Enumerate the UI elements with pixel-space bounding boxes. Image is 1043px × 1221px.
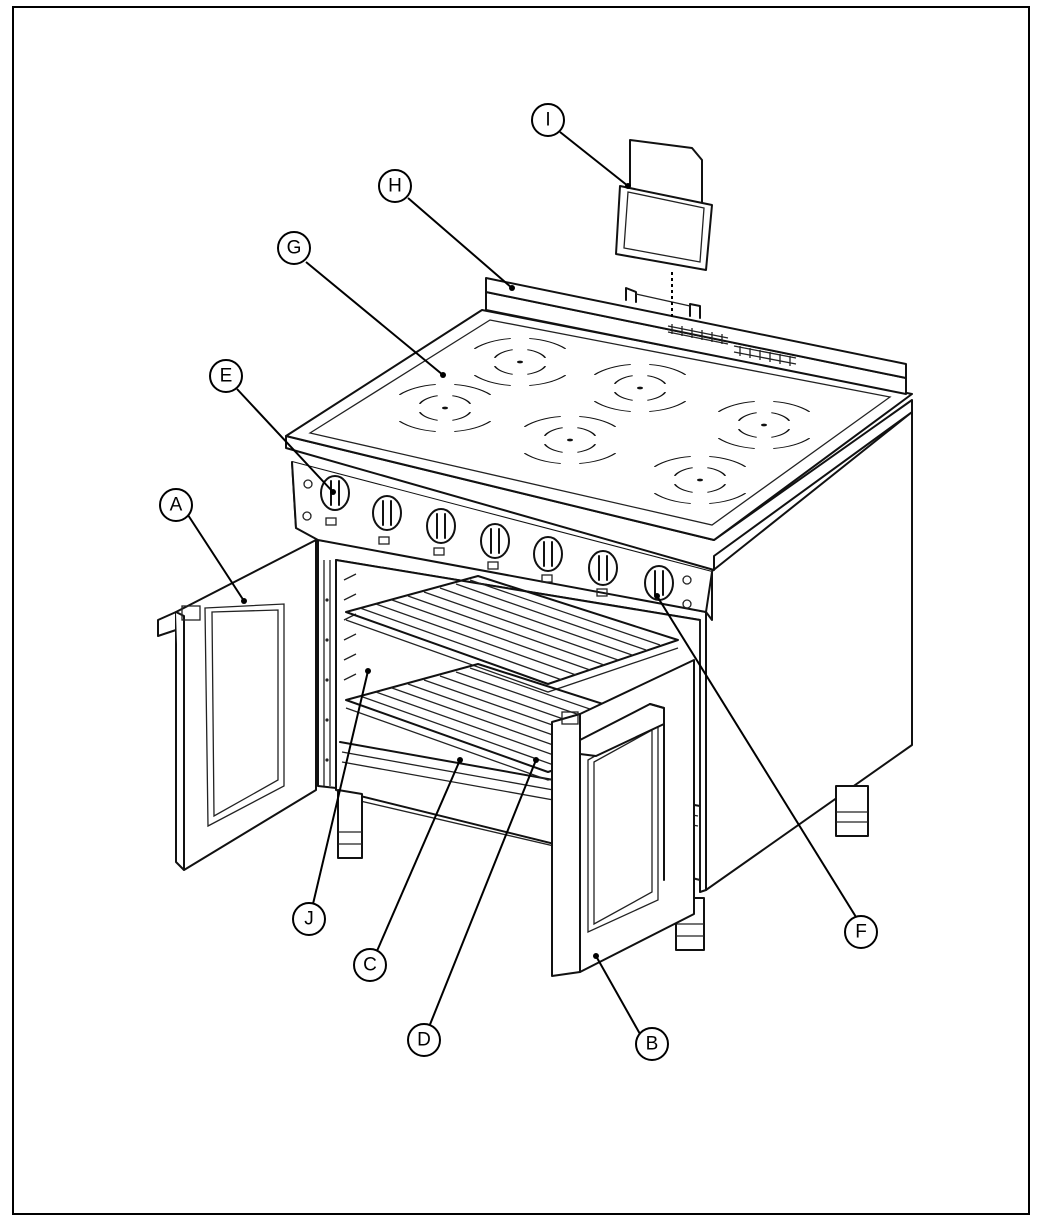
knob-5 — [588, 550, 618, 586]
callout-H: H — [378, 169, 412, 203]
callout-E: E — [209, 359, 243, 393]
callout-label-A: A — [170, 495, 183, 516]
zone-1 — [474, 338, 566, 386]
callout-label-F: F — [855, 922, 867, 943]
callout-G: G — [277, 231, 311, 265]
right-door — [551, 659, 695, 977]
zone-2 — [399, 384, 491, 432]
flue-insert — [615, 139, 713, 320]
cooking-zones — [399, 338, 810, 504]
callout-label-C: C — [363, 955, 377, 976]
callout-label-B: B — [646, 1034, 659, 1055]
callout-J: J — [292, 902, 326, 936]
callout-label-H: H — [388, 176, 402, 197]
callout-A: A — [159, 488, 193, 522]
callout-label-J: J — [304, 909, 314, 930]
callout-label-G: G — [287, 238, 302, 259]
callout-label-I: I — [545, 110, 550, 131]
knob-2 — [426, 508, 456, 544]
zone-4 — [524, 416, 616, 464]
zone-5 — [718, 401, 810, 449]
control-knobs — [302, 475, 692, 609]
callout-F: F — [844, 915, 878, 949]
leader-lines — [187, 131, 857, 1035]
callout-I: I — [531, 103, 565, 137]
knob-3 — [480, 523, 510, 559]
callout-label-D: D — [417, 1030, 431, 1051]
backsplash — [485, 277, 907, 395]
callout-C: C — [353, 948, 387, 982]
callout-D: D — [407, 1023, 441, 1057]
knob-1 — [372, 495, 402, 531]
legs — [337, 785, 869, 951]
zone-3 — [594, 364, 686, 412]
figure-frame — [12, 6, 1030, 1215]
knob-4 — [533, 536, 563, 572]
zone-6 — [654, 456, 746, 504]
left-door — [157, 539, 317, 871]
callout-B: B — [635, 1027, 669, 1061]
oven-racks — [343, 573, 679, 781]
callout-label-E: E — [220, 366, 233, 387]
